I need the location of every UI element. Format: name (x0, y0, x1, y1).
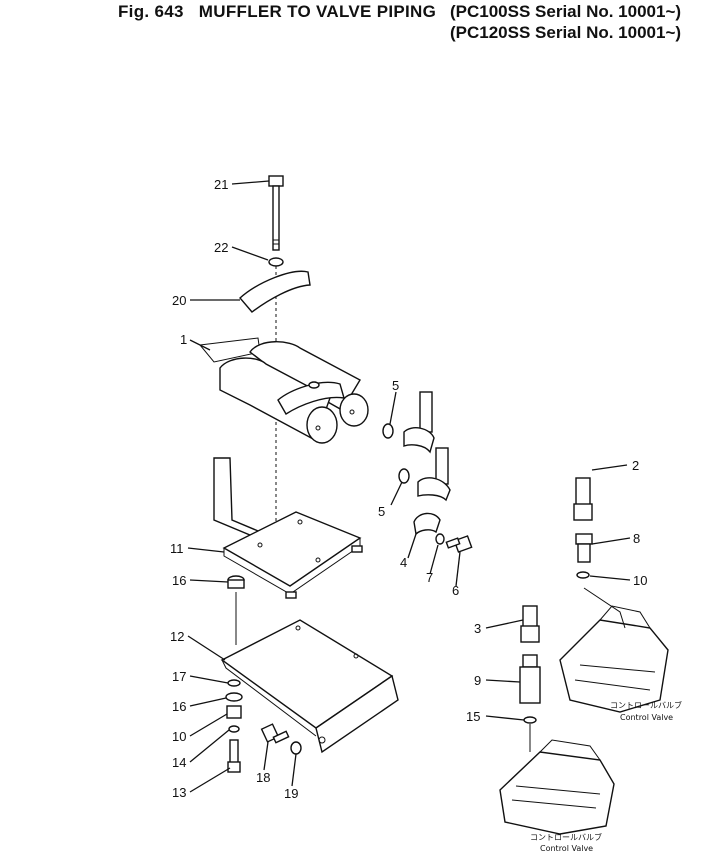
callout-5-lower: 5 (378, 504, 385, 519)
caption-control-valve-jp-lower: コントロールバルブ (530, 832, 602, 842)
split-flange-4 (413, 512, 441, 536)
callout-5-upper: 5 (392, 378, 399, 393)
o-ring-5-lower (398, 468, 410, 484)
serial-note-1: (PC100SS Serial No. 10001~) (450, 2, 682, 21)
hose-2 (403, 338, 593, 521)
washer-19 (290, 741, 302, 755)
callout-16-lower: 16 (172, 699, 186, 714)
figure-title-line: Fig. 643 MUFFLER TO VALVE PIPING (118, 2, 436, 22)
cushion-16-upper (227, 575, 245, 589)
callout-12: 12 (170, 629, 184, 644)
callout-10-upper: 10 (633, 573, 647, 588)
nut-15 (226, 705, 242, 719)
hose-3 (417, 416, 540, 643)
o-ring-5-upper (382, 423, 394, 439)
bolt-13 (227, 739, 241, 773)
fig-label: Fig. 643 (118, 2, 184, 21)
callout-17: 17 (172, 669, 186, 684)
callout-11: 11 (170, 541, 184, 556)
callout-7: 7 (426, 570, 433, 585)
callout-labels: 21 22 20 1 5 5 2 11 4 7 6 8 10 16 12 3 9… (170, 177, 647, 801)
caption-control-valve-jp-upper: コントロールバルブ (610, 700, 682, 710)
mounting-plate-11 (222, 511, 363, 599)
callout-2: 2 (632, 458, 639, 473)
o-ring-10-lower (523, 716, 537, 724)
bolt-18 (260, 723, 290, 744)
callout-13: 13 (172, 785, 186, 800)
callout-20: 20 (172, 293, 186, 308)
callout-18: 18 (256, 770, 270, 785)
callout-10-lower: 15 (466, 709, 480, 724)
callout-15: 10 (172, 729, 186, 744)
callout-1: 1 (180, 332, 187, 347)
callout-21: 21 (214, 177, 228, 192)
leader-lines (187, 180, 631, 793)
callout-19: 19 (284, 786, 298, 801)
callout-16-upper: 16 (172, 573, 186, 588)
callout-9: 9 (474, 673, 481, 688)
washer-14 (228, 725, 240, 733)
figure-title: MUFFLER TO VALVE PIPING (198, 2, 437, 21)
caption-control-valve-en-upper: Control Valve (620, 713, 673, 722)
control-valve-upper (559, 587, 669, 713)
caption-control-valve-en-lower: Control Valve (540, 844, 593, 853)
serial-note-2: (PC120SS Serial No. 10001~) (450, 23, 682, 42)
control-valve-lower (499, 739, 615, 835)
callout-14: 14 (172, 755, 186, 770)
connector-9 (519, 654, 541, 704)
cushion-16-lower (225, 692, 243, 702)
callout-8: 8 (633, 531, 640, 546)
callout-22: 22 (214, 240, 228, 255)
spring-washer-7 (435, 533, 445, 545)
bolt-21 (268, 175, 284, 251)
connector-8 (575, 533, 593, 563)
washer-22 (268, 257, 284, 267)
o-ring-10-upper (576, 571, 590, 579)
washer-17 (227, 679, 241, 687)
callout-3: 3 (474, 621, 481, 636)
cover-12 (220, 619, 399, 754)
clamp-bracket-20 (239, 270, 311, 313)
support-bracket (213, 457, 272, 541)
bolt-6 (445, 535, 473, 553)
callout-4: 4 (400, 555, 407, 570)
callout-6: 6 (452, 583, 459, 598)
muffler-1 (199, 337, 369, 444)
